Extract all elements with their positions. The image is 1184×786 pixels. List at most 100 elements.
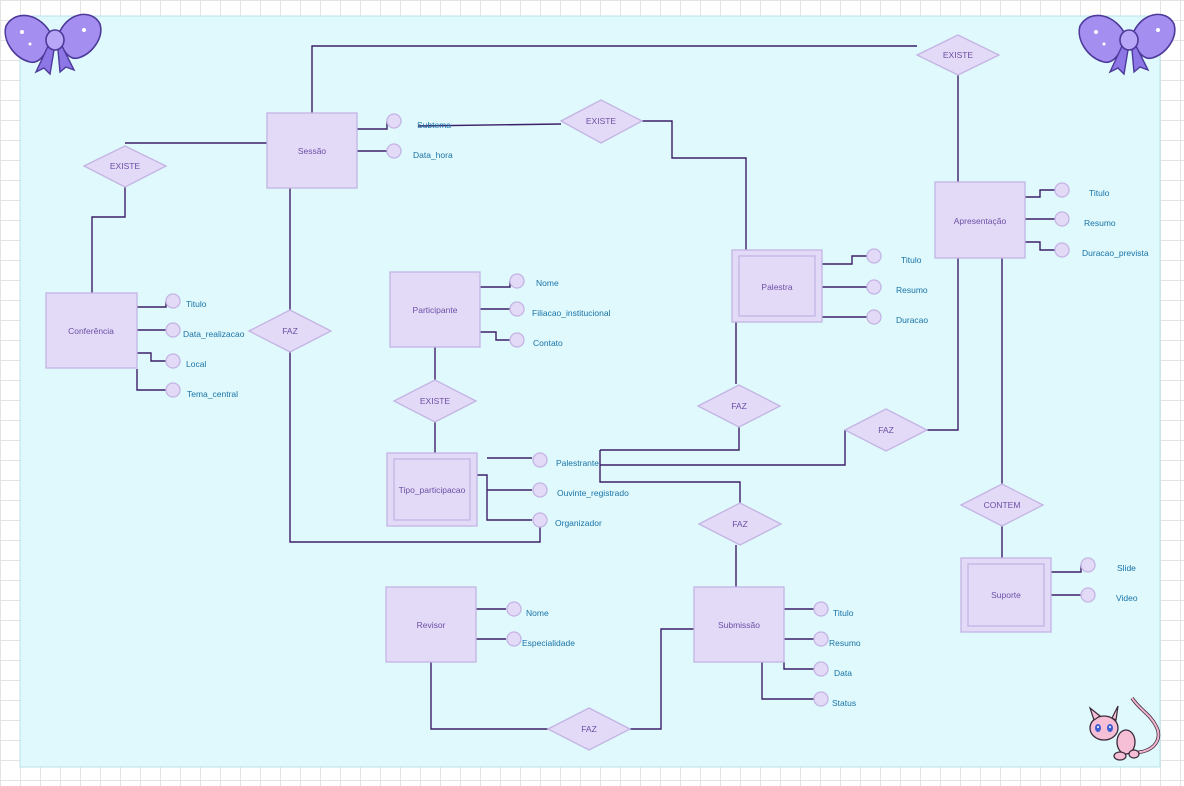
entity-submissao[interactable]: Submissão — [693, 586, 785, 663]
attribute-submissao-data[interactable]: Data — [813, 661, 852, 678]
attribute-label: Titulo — [901, 255, 922, 265]
purple-bow-icon — [4, 13, 102, 76]
diagram-page — [19, 15, 1161, 768]
attribute-submissao-status[interactable]: Status — [813, 691, 856, 708]
entity-label: Suporte — [991, 590, 1021, 600]
attribute-label: Contato — [533, 338, 563, 348]
attribute-label: Data_hora — [413, 150, 453, 160]
attribute-sessao-data-hora[interactable]: Data_hora — [386, 143, 453, 160]
attribute-palestra-titulo[interactable]: Titulo — [866, 248, 922, 265]
relationship-label: EXISTE — [943, 50, 974, 60]
line-apr-duracao — [1025, 241, 1055, 251]
relationship-faz-sessao[interactable]: FAZ — [247, 309, 333, 353]
mew-sticker-icon — [1088, 696, 1161, 761]
line-palestrante-faz-apresentacao — [600, 430, 846, 466]
relationship-existe-sessao-apresentacao[interactable]: EXISTE — [915, 34, 1001, 76]
attribute-revisor-especialidade[interactable]: Especialidade — [506, 631, 575, 648]
entity-apresentacao[interactable]: Apresentação — [934, 181, 1026, 259]
entity-label: Apresentação — [954, 216, 1007, 226]
line-part-contato — [480, 331, 510, 341]
attribute-participante-nome[interactable]: Nome — [509, 273, 559, 289]
entity-label: Submissão — [718, 620, 760, 630]
line-faz-organizador — [289, 352, 541, 543]
relationship-label: EXISTE — [420, 396, 451, 406]
attribute-label: Resumo — [829, 638, 861, 648]
attribute-conferencia-titulo[interactable]: Titulo — [165, 293, 207, 309]
relationship-label: EXISTE — [586, 116, 617, 126]
relationship-faz-revisor[interactable]: FAZ — [546, 707, 632, 751]
attribute-participante-contato[interactable]: Contato — [509, 332, 563, 348]
attribute-apresentacao-resumo[interactable]: Resumo — [1054, 211, 1116, 228]
line-existe-left-conferencia — [91, 185, 126, 293]
connector-lines — [91, 45, 1082, 730]
attribute-suporte-video[interactable]: Video — [1080, 587, 1138, 603]
relationship-label: FAZ — [731, 401, 747, 411]
attribute-submissao-titulo[interactable]: Titulo — [813, 601, 854, 618]
line-sub-status — [761, 662, 814, 700]
line-faz-apresentacao — [927, 258, 959, 431]
attribute-label: Slide — [1117, 563, 1136, 573]
attribute-suporte-slide[interactable]: Slide — [1080, 557, 1136, 573]
relationship-label: EXISTE — [110, 161, 141, 171]
relationship-label: FAZ — [282, 326, 298, 336]
entity-tipo-participacao[interactable]: Tipo_participacao — [386, 452, 478, 527]
attribute-label: Especialidade — [522, 638, 575, 648]
attribute-revisor-nome[interactable]: Nome — [506, 601, 549, 618]
entity-label: Palestra — [761, 282, 792, 292]
attribute-conferencia-data-realizacao[interactable]: Data_realizacao — [165, 322, 245, 339]
entity-participante[interactable]: Participante — [389, 271, 481, 348]
attribute-conferencia-local[interactable]: Local — [165, 353, 206, 369]
attribute-label: Organizador — [555, 518, 602, 528]
attribute-apresentacao-duracao-prevista[interactable]: Duracao_prevista — [1054, 242, 1149, 258]
attribute-label: Nome — [536, 278, 559, 288]
attribute-label: Resumo — [896, 285, 928, 295]
line-sessao-existe-top — [311, 45, 917, 113]
entity-label: Revisor — [417, 620, 446, 630]
entity-revisor[interactable]: Revisor — [385, 586, 477, 663]
attribute-label: Titulo — [833, 608, 854, 618]
attribute-label: Status — [832, 698, 856, 708]
relationship-faz-palestra[interactable]: FAZ — [696, 384, 782, 428]
attribute-label: Resumo — [1084, 218, 1116, 228]
entity-label: Sessão — [298, 146, 327, 156]
attribute-participante-filiacao[interactable]: Filiacao_institucional — [509, 301, 611, 318]
relationship-existe-participante-tipo[interactable]: EXISTE — [392, 379, 478, 423]
entity-sessao[interactable]: Sessão — [266, 112, 358, 189]
entity-conferencia[interactable]: Conferência — [45, 292, 138, 369]
attribute-tipo-ouvinte-registrado[interactable]: Ouvinte_registrado — [532, 482, 629, 498]
line-palestrante-faz-palestra — [600, 427, 740, 451]
entity-suporte[interactable]: Suporte — [960, 557, 1052, 633]
attribute-label: Ouvinte_registrado — [557, 488, 629, 498]
entity-label: Participante — [413, 305, 458, 315]
relationship-existe-conferencia-sessao[interactable]: EXISTE — [82, 145, 168, 188]
attribute-sessao-subtema[interactable]: Subtema — [386, 113, 451, 130]
attribute-apresentacao-titulo[interactable]: Titulo — [1054, 182, 1110, 198]
purple-bow-icon — [1078, 13, 1176, 76]
line-conf-tema — [136, 369, 166, 391]
line-faz-submissao-rev — [630, 628, 694, 730]
relationship-faz-apresentacao[interactable]: FAZ — [843, 408, 929, 452]
attribute-label: Duracao — [896, 315, 928, 325]
relationship-existe-sessao-palestra[interactable]: EXISTE — [559, 99, 644, 144]
relationship-label: FAZ — [732, 519, 748, 529]
entity-label: Tipo_participacao — [399, 485, 466, 495]
line-existe-mid-palestra — [642, 120, 747, 250]
attribute-palestra-duracao[interactable]: Duracao — [866, 309, 928, 325]
relationship-label: FAZ — [581, 724, 597, 734]
line-conf-local — [137, 352, 166, 362]
attribute-label: Data_realizacao — [183, 329, 245, 339]
relationship-contem[interactable]: CONTEM — [959, 483, 1045, 527]
relationship-faz-submissao[interactable]: FAZ — [697, 502, 783, 546]
attribute-label: Filiacao_institucional — [532, 308, 611, 318]
attribute-submissao-resumo[interactable]: Resumo — [813, 631, 861, 648]
attribute-label: Subtema — [417, 120, 451, 130]
attribute-tipo-palestrante[interactable]: Palestrante — [532, 452, 599, 468]
attribute-palestra-resumo[interactable]: Resumo — [866, 279, 928, 295]
attribute-label: Nome — [526, 608, 549, 618]
attribute-conferencia-tema-central[interactable]: Tema_central — [165, 382, 238, 399]
entity-palestra[interactable]: Palestra — [731, 249, 823, 323]
attribute-tipo-organizador[interactable]: Organizador — [532, 512, 602, 528]
entity-label: Conferência — [68, 326, 114, 336]
line-sub-data — [783, 662, 814, 670]
